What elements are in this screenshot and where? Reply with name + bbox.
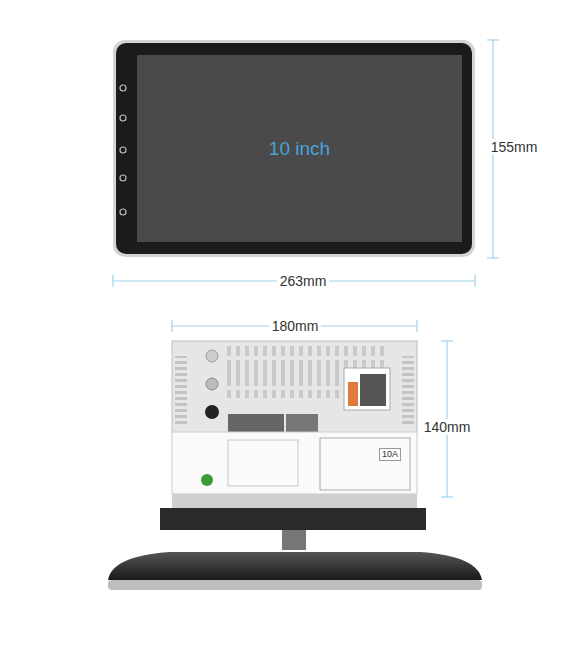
- dimension-label: 140mm: [421, 419, 474, 435]
- screen-display: [137, 55, 462, 242]
- dimension-label: 263mm: [277, 273, 330, 289]
- screen-bezel: [116, 43, 472, 254]
- bezel-buttons: [120, 85, 126, 215]
- dimension-label: 180mm: [269, 318, 322, 334]
- fuse-label: 10A: [379, 448, 401, 461]
- screen-frame: [113, 40, 475, 257]
- dimension-label: 155mm: [488, 139, 541, 155]
- dimension-lines: [113, 40, 499, 497]
- screen-size-text: 10 inch: [269, 138, 330, 160]
- radio-chassis: [108, 341, 482, 590]
- screen-area: 10 inch: [137, 55, 462, 242]
